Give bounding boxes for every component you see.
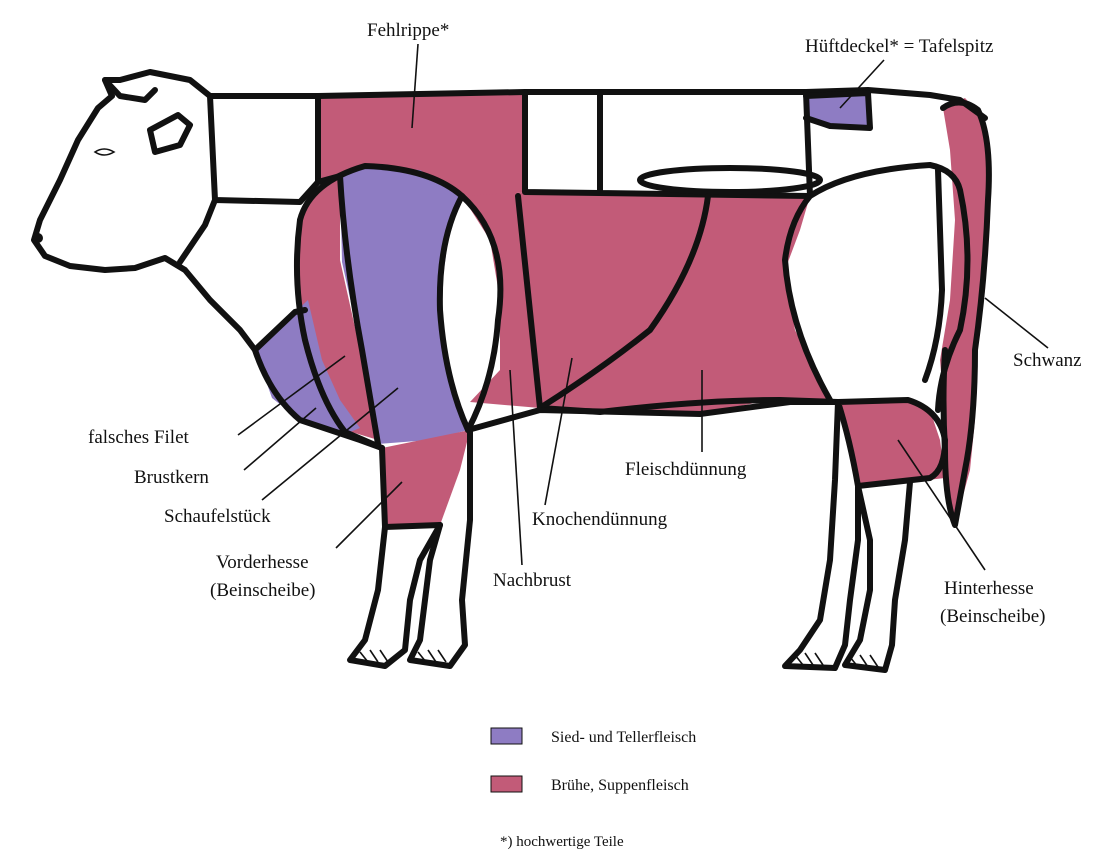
label-hinterhesse-sub: (Beinscheibe) <box>940 606 1046 627</box>
label-knochenduennung: Knochendünnung <box>532 509 668 530</box>
ear-outline <box>150 115 190 152</box>
cut-vorderhesse <box>382 430 470 527</box>
label-brustkern: Brustkern <box>134 467 209 488</box>
front-leg-segment <box>385 525 440 527</box>
legend-label-sied: Sied- und Tellerfleisch <box>551 729 696 746</box>
label-falsches-filet: falsches Filet <box>88 427 190 448</box>
label-vorderhesse: Vorderhesse <box>216 552 309 573</box>
leader-schwanz <box>985 298 1048 348</box>
label-nachbrust: Nachbrust <box>493 570 572 591</box>
label-fleischduennung: Fleischdünnung <box>625 459 747 480</box>
legend-swatch-sied <box>491 728 522 744</box>
label-schwanz: Schwanz <box>1013 350 1082 371</box>
hip-line <box>925 170 942 380</box>
legend: Sied- und Tellerfleisch Brühe, Suppenfle… <box>491 728 696 794</box>
legend-label-suppe: Brühe, Suppenfleisch <box>551 777 689 794</box>
loin-oval <box>640 168 820 192</box>
footnote: *) hochwertige Teile <box>500 834 624 850</box>
label-schaufelstueck: Schaufelstück <box>164 506 271 527</box>
label-hinterhesse: Hinterhesse <box>944 578 1034 599</box>
label-vorderhesse-sub: (Beinscheibe) <box>210 580 316 601</box>
nostril <box>33 233 43 243</box>
label-hueftdeckel: Hüftdeckel* = Tafelspitz <box>805 36 993 57</box>
label-fehlrippe: Fehlrippe* <box>367 20 449 41</box>
legend-swatch-suppe <box>491 776 522 792</box>
eye <box>95 149 114 155</box>
leader-brustkern <box>244 408 316 470</box>
cut-duennung <box>462 192 830 414</box>
